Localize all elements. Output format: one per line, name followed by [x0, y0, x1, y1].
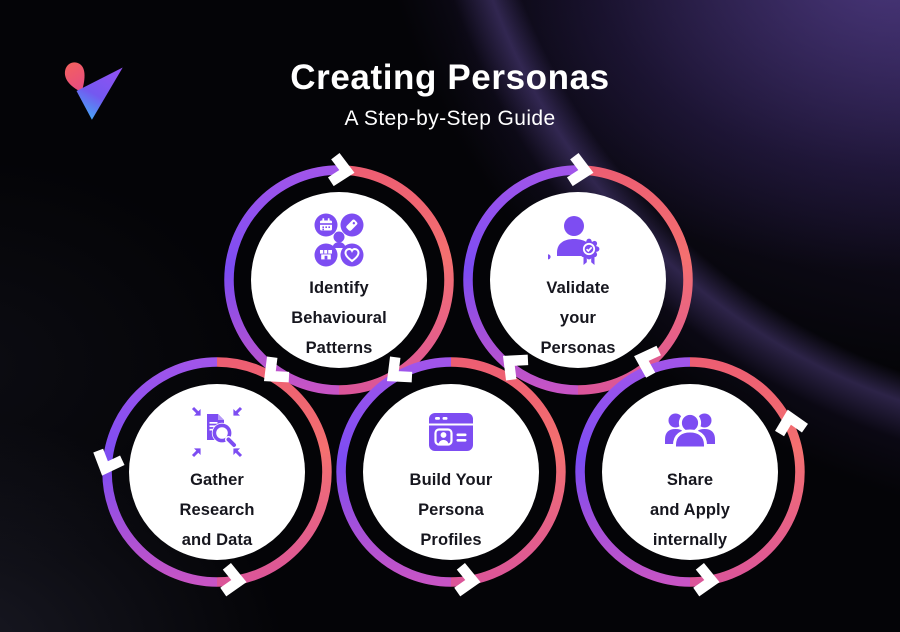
circle-step-validate	[490, 192, 666, 368]
step-identify-behavioural-patterns: Identify Behavioural Patterns	[251, 192, 427, 368]
label-line: Validate	[546, 279, 610, 297]
page-title: Creating Personas	[290, 58, 610, 97]
v-logo-icon	[64, 62, 123, 120]
label-line: Profiles	[420, 531, 482, 549]
label-line: and Apply	[649, 501, 731, 519]
behavioural-patterns-icon	[309, 210, 369, 270]
step-share-internally: Share and Apply internally	[602, 384, 778, 560]
step-validate-personas: Validate your Personas	[490, 192, 666, 368]
step-label: Validate your Personas	[540, 273, 615, 363]
brand-logo	[56, 50, 134, 128]
label-line: Behavioural	[291, 309, 387, 327]
step-label: Identify Behavioural Patterns	[291, 273, 387, 363]
label-line: Share	[666, 471, 714, 489]
label-line: your	[559, 309, 597, 327]
circle-step-share	[602, 384, 778, 560]
label-line: and Data	[181, 531, 253, 549]
label-line: Patterns	[305, 339, 373, 357]
label-line: Gather	[190, 471, 244, 489]
label-line: Research	[179, 501, 255, 519]
step-label: Build Your Persona Profiles	[410, 465, 493, 555]
validate-personas-icon	[545, 210, 608, 270]
step-label: Gather Research and Data	[179, 465, 254, 555]
ring-step-share	[575, 357, 805, 587]
share-internally-icon	[660, 402, 720, 462]
label-line: Identify	[309, 279, 369, 297]
circle-step-identify	[251, 192, 427, 368]
step-build-profiles: Build Your Persona Profiles	[363, 384, 539, 560]
step-gather-research: Gather Research and Data	[129, 384, 305, 560]
gather-research-icon	[187, 402, 247, 462]
circle-step-build	[363, 384, 539, 560]
label-line: internally	[652, 531, 728, 549]
build-profiles-icon	[421, 402, 481, 462]
page-subtitle: A Step-by-Step Guide	[344, 107, 556, 130]
label-line: Persona	[418, 501, 484, 519]
header: Creating Personas A Step-by-Step Guide	[0, 58, 900, 131]
label-line: Build Your	[409, 471, 493, 489]
label-line: Personas	[540, 339, 616, 357]
circle-step-gather	[129, 384, 305, 560]
step-label: Share and Apply internally	[650, 465, 730, 555]
